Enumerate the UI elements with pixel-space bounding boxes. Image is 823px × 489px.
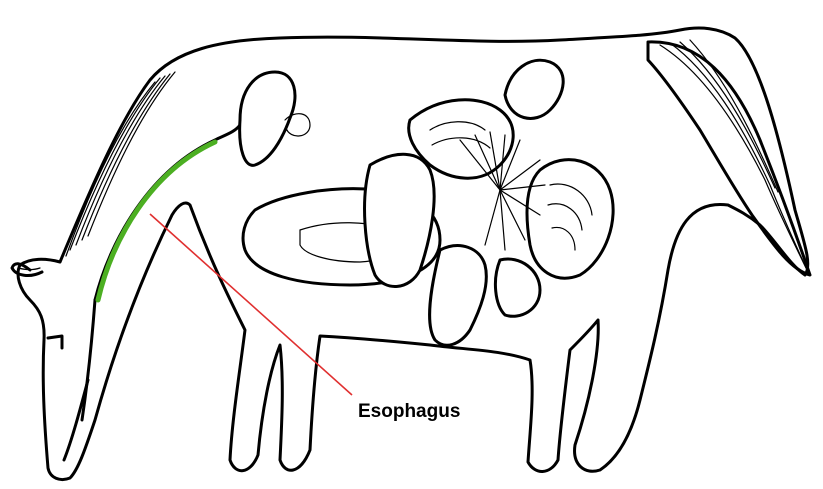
stomach xyxy=(240,72,310,165)
esophagus-label: Esophagus xyxy=(358,401,460,422)
tail xyxy=(648,40,810,275)
esophagus-lower-outline xyxy=(82,300,95,420)
mane xyxy=(66,72,175,256)
small-colon xyxy=(430,246,540,346)
eye xyxy=(48,336,62,348)
